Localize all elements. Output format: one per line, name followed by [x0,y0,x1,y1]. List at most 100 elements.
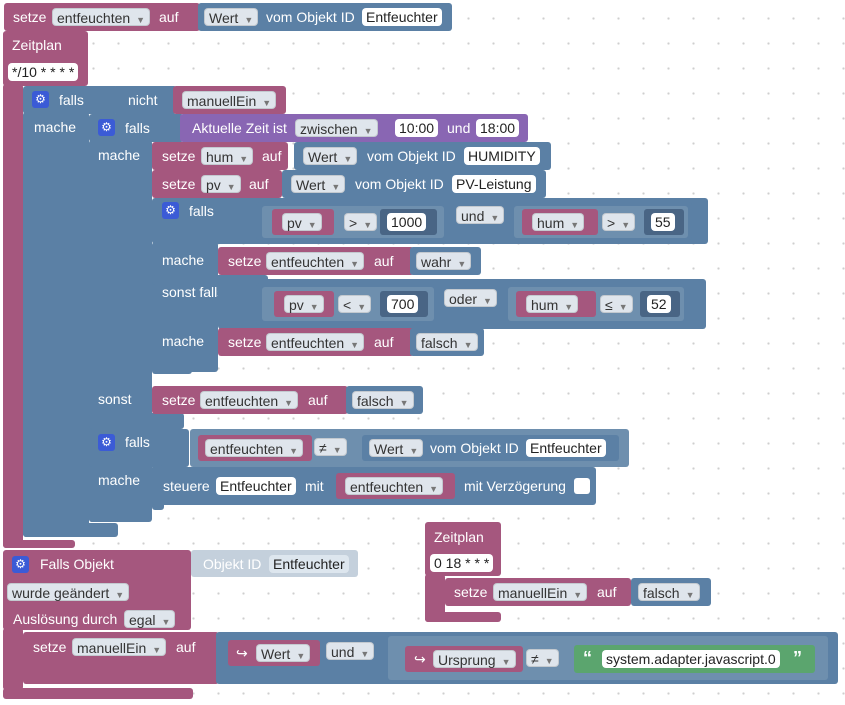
set-entfeuchten-block[interactable]: setze entfeuchten▼ auf [4,3,200,31]
var-get-block[interactable]: manuellEin▼ [173,86,286,114]
var-dropdown[interactable]: entfeuchten▼ [205,439,304,457]
text-block[interactable]: “ system.adapter.javascript.0 ” [574,645,815,673]
var-dropdown[interactable]: entfeuchten▼ [345,477,444,495]
var-dropdown[interactable]: manuellEin▼ [182,91,277,109]
set-entfeuchten-block[interactable]: setze entfeuchten▼ auf [218,328,414,356]
operator-dropdown[interactable]: ≤▼ [600,295,633,313]
not-block[interactable]: nicht [113,86,177,114]
set-hum-block[interactable]: setze hum▼ auf [152,142,288,170]
bool-dropdown[interactable]: falsch▼ [416,333,478,351]
cron-field[interactable]: */10 * * * * [8,63,79,81]
operator-dropdown[interactable]: >▼ [344,213,378,231]
set-manuellEin-block[interactable]: setze manuellEin▼ auf [23,632,219,684]
var-dropdown[interactable]: hum▼ [532,213,585,231]
bool-dropdown[interactable]: wahr▼ [416,252,472,270]
if-time-block[interactable]: ⚙ falls [89,114,184,142]
number-block[interactable]: 700 [380,291,428,317]
var-dropdown[interactable]: entfeuchten▼ [52,8,151,26]
object-id-field[interactable]: Entfeuchter [216,477,296,495]
object-id-field[interactable]: Entfeuchter [362,8,442,26]
var-dropdown[interactable]: manuellEin▼ [72,638,167,656]
dropdown-arrow-icon: ▼ [350,259,360,269]
get-value-block[interactable]: Wert▼ vom Objekt ID Entfeuchter [198,3,452,31]
gear-icon[interactable]: ⚙ [12,556,29,573]
var-dropdown[interactable]: pv▼ [282,213,322,231]
schedule-block[interactable]: Zeitplan 0 18 * * * [425,522,501,576]
dropdown-arrow-icon: ▼ [409,446,419,456]
var-dropdown[interactable]: hum▼ [526,295,579,313]
set-pv-block[interactable]: setze pv▼ auf [152,170,282,198]
gear-icon[interactable]: ⚙ [98,434,115,451]
time-to-field[interactable]: 18:00 [476,119,520,137]
object-id-field[interactable]: PV-Leistung [452,175,536,193]
text-field[interactable]: system.adapter.javascript.0 [602,650,780,668]
var-dropdown[interactable]: entfeuchten▼ [266,252,365,270]
gear-icon[interactable]: ⚙ [98,119,115,136]
delay-checkbox[interactable] [574,478,590,494]
get-value-block[interactable]: Wert▼ vom Objekt ID HUMIDITY [294,142,551,170]
set-entfeuchten-block[interactable]: setze entfeuchten▼ auf [152,386,348,414]
get-value-block[interactable]: Wert▼ vom Objekt ID Entfeuchter [362,435,619,461]
var-dropdown[interactable]: pv▼ [284,295,324,313]
number-field[interactable]: 52 [647,295,671,313]
trigger-source-dropdown[interactable]: egal▼ [124,610,176,628]
bool-block[interactable]: falsch▼ [346,386,423,414]
operator-dropdown[interactable]: <▼ [338,295,372,313]
var-dropdown[interactable]: entfeuchten▼ [200,391,299,409]
wert-dropdown[interactable]: Wert▼ [303,147,358,165]
bool-block[interactable]: falsch▼ [410,328,484,356]
var-get-block[interactable]: entfeuchten▼ [198,435,312,461]
property-dropdown[interactable]: Ursprung▼ [433,650,516,668]
number-field[interactable]: 1000 [387,213,427,231]
if-block[interactable]: ⚙ falls [23,86,118,114]
operator-dropdown[interactable]: >▼ [602,213,636,231]
var-get-block[interactable]: entfeuchten▼ [336,473,455,499]
number-field[interactable]: 55 [651,213,675,231]
set-entfeuchten-block[interactable]: setze entfeuchten▼ auf [218,247,414,275]
trigger-source-block[interactable]: ↪ Ursprung▼ [405,646,523,672]
var-get-block[interactable]: hum▼ [516,291,596,317]
number-block[interactable]: 1000 [380,209,437,235]
and-dropdown[interactable]: und▼ [456,206,505,224]
and-dropdown[interactable]: und▼ [326,642,375,660]
var-dropdown[interactable]: entfeuchten▼ [266,333,365,351]
wert-dropdown[interactable]: Wert▼ [204,8,259,26]
if-ne-block[interactable]: ⚙ falls [89,429,189,467]
var-dropdown[interactable]: hum▼ [201,147,254,165]
bool-block[interactable]: falsch▼ [631,578,711,606]
bool-dropdown[interactable]: falsch▼ [352,391,414,409]
object-id-field[interactable]: Entfeuchter [269,555,349,573]
bool-dropdown[interactable]: falsch▼ [638,583,700,601]
wert-dropdown[interactable]: Wert▼ [369,439,424,457]
gear-icon[interactable]: ⚙ [162,202,179,219]
schedule-block[interactable]: Zeitplan */10 * * * * [3,31,88,86]
or-dropdown[interactable]: oder▼ [444,289,497,307]
operator-dropdown[interactable]: ≠▼ [314,438,347,456]
object-id-field[interactable]: Entfeuchter [526,439,606,457]
operator-dropdown[interactable]: zwischen▼ [295,119,378,137]
operator-dropdown[interactable]: ≠▼ [526,649,559,667]
object-id-field[interactable]: HUMIDITY [464,147,540,165]
trigger-dropdown[interactable]: wurde geändert▼ [7,583,130,601]
object-id-block[interactable]: Objekt ID Entfeuchter [191,550,358,577]
time-compare-block[interactable]: Aktuelle Zeit ist zwischen▼ 10:00 und 18… [180,114,528,142]
var-get-block[interactable]: hum▼ [522,209,598,235]
var-dropdown[interactable]: manuellEin▼ [493,583,588,601]
wert-dropdown[interactable]: Wert▼ [291,175,346,193]
time-from-field[interactable]: 10:00 [395,119,439,137]
var-get-block[interactable]: pv▼ [272,209,334,235]
on-object-block[interactable]: ⚙ Falls Objekt wurde geändert▼ Auslösung… [3,550,191,630]
number-block[interactable]: 55 [644,209,684,235]
number-field[interactable]: 700 [387,295,419,313]
ausloesung-label: Auslösung durch [13,611,118,627]
get-value-block[interactable]: Wert▼ vom Objekt ID PV-Leistung [282,170,546,198]
gear-icon[interactable]: ⚙ [32,91,49,108]
set-manuellEin-block[interactable]: setze manuellEin▼ auf [445,578,631,606]
cron-field[interactable]: 0 18 * * * [430,554,494,572]
var-dropdown[interactable]: pv▼ [201,175,241,193]
trigger-value-block[interactable]: ↪ Wert▼ [228,640,320,666]
property-dropdown[interactable]: Wert▼ [256,644,311,662]
bool-block[interactable]: wahr▼ [410,247,481,275]
number-block[interactable]: 52 [640,291,680,317]
var-get-block[interactable]: pv▼ [274,291,334,317]
